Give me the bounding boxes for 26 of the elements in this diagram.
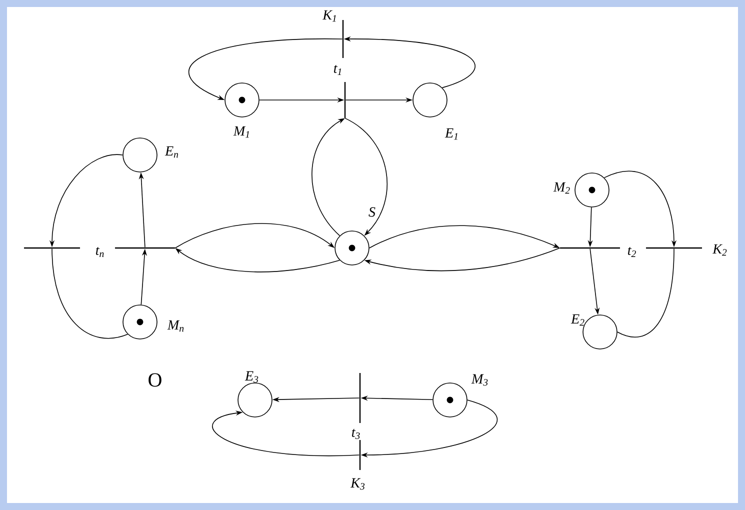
transition-bar: K$_{1}$ <box>322 10 344 58</box>
node-label: K$_{1}$ <box>322 10 336 22</box>
transition-bar: t$_{3}$ <box>352 373 361 440</box>
node-label: M$_{2}$ <box>553 182 570 194</box>
node-label: E$_{n}$ <box>164 146 178 158</box>
arc-arrow <box>188 38 343 100</box>
node-label: K$_{2}$ <box>712 244 727 256</box>
node-label: E$_{3}$ <box>244 371 258 383</box>
node-label: E$_{1}$ <box>444 128 458 140</box>
transition-bar: K$_{3}$ <box>350 440 365 490</box>
node-label: M$_{1}$ <box>233 126 249 138</box>
node-label: S <box>368 207 376 217</box>
node-label: t$_{2}$ <box>628 246 636 258</box>
node-label: K$_{3}$ <box>350 478 365 490</box>
transition-bar: K$_{2}$ <box>646 244 727 256</box>
node-label: t$_{3}$ <box>352 428 360 440</box>
transition-bar: t$_{1}$ <box>334 64 346 118</box>
node-label: M$_{3}$ <box>471 374 488 386</box>
node-label: E <box>570 314 580 324</box>
node-label: t$_{n}$ <box>96 246 104 258</box>
text-label: O <box>148 373 162 387</box>
transition-bar: t$_{n}$ <box>96 246 175 258</box>
node-label: M$_{n}$ <box>167 320 184 332</box>
transition-bar: t$_{2}$ <box>560 246 636 258</box>
arc-arrow <box>212 410 360 456</box>
node-label: t$_{1}$ <box>334 64 342 76</box>
